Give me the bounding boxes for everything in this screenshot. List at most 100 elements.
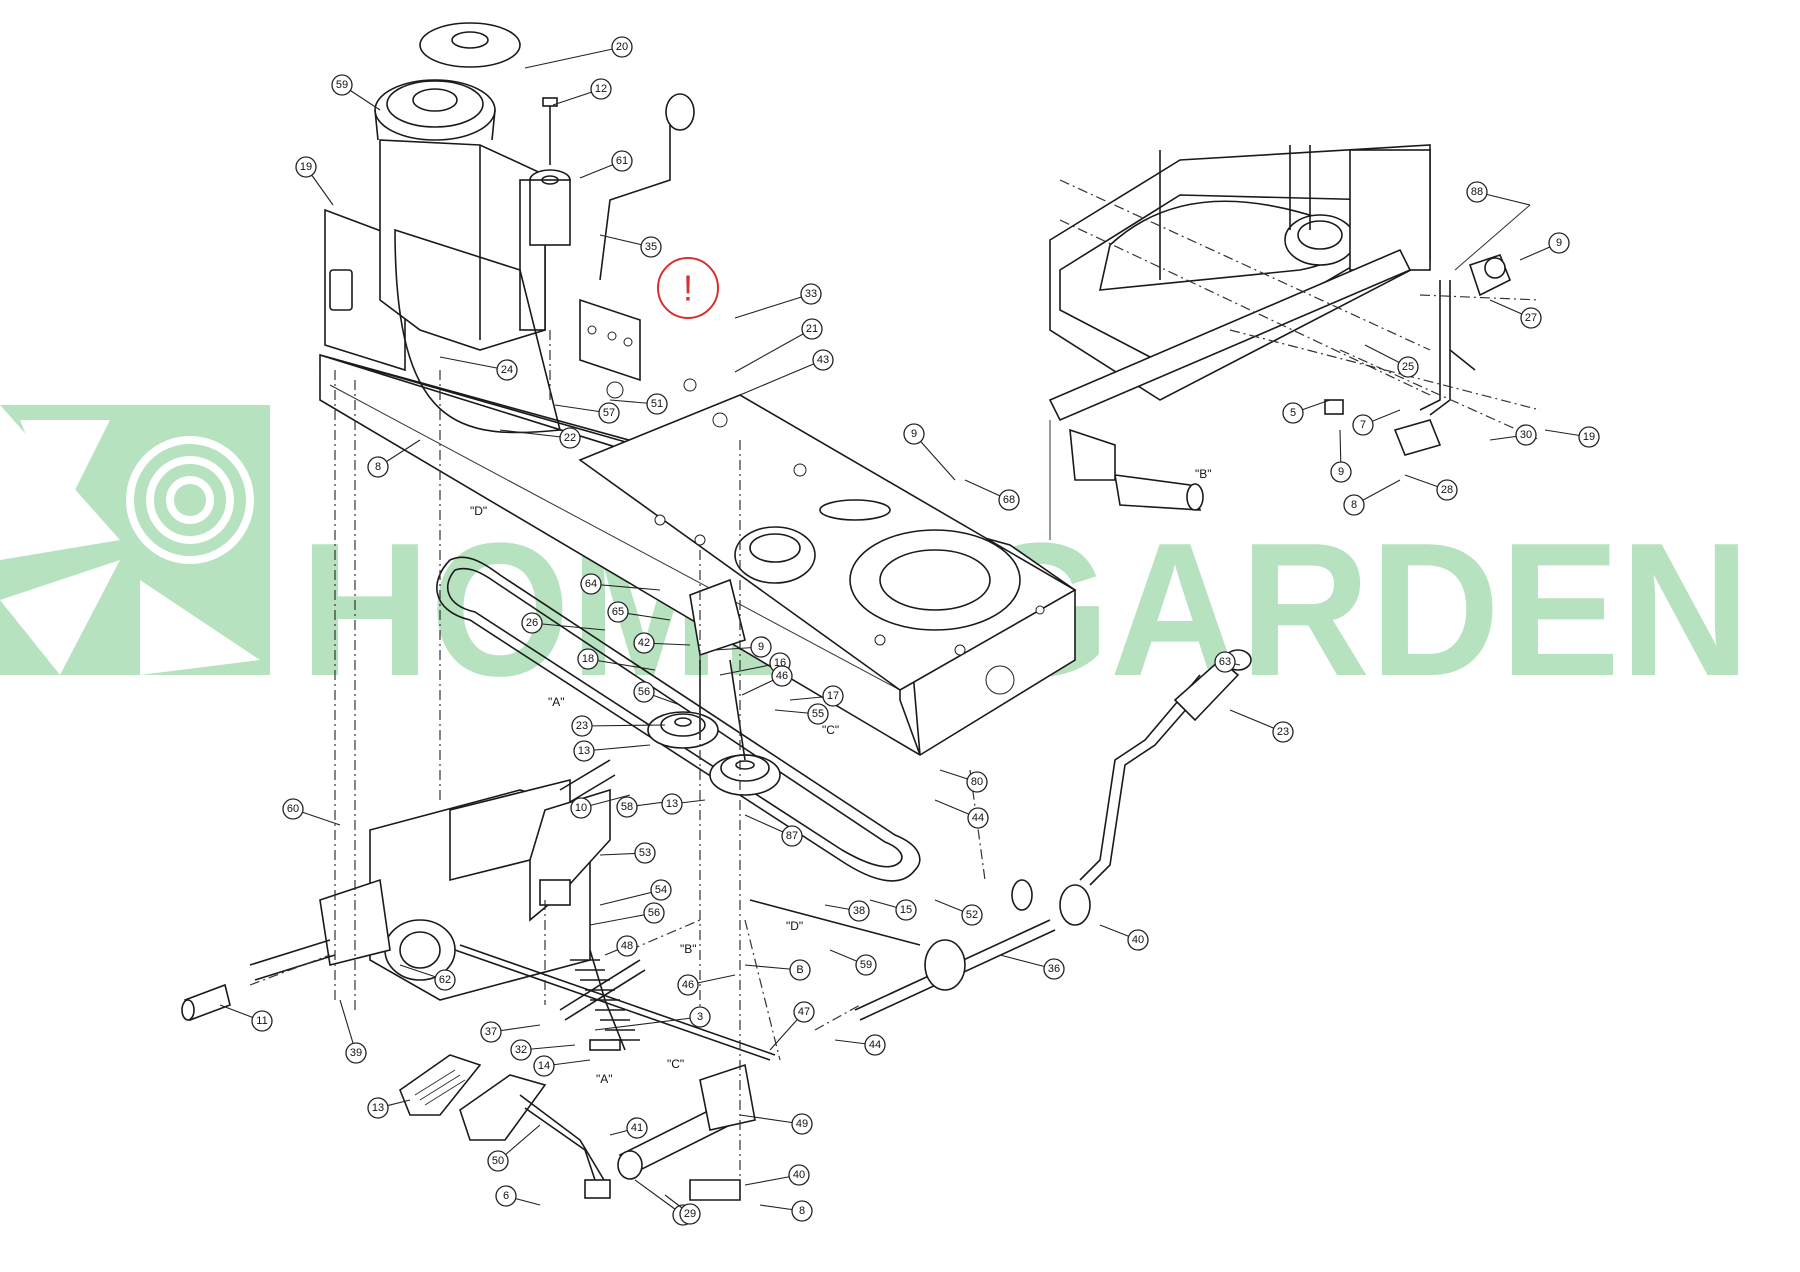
callout-part-number: 20 <box>524 36 633 69</box>
callout-circle <box>495 1185 517 1207</box>
callout-circle <box>791 1113 813 1135</box>
callout-number: 62 <box>439 974 451 986</box>
callout-number: 13 <box>666 798 678 810</box>
callout-circle <box>903 423 925 445</box>
callout-circle <box>961 904 983 926</box>
callout-number: 8 <box>375 461 381 473</box>
callout-part-number: 46 <box>741 665 793 696</box>
callout-circle <box>677 974 699 996</box>
callout-circle <box>781 825 803 847</box>
callout-circle <box>577 648 599 670</box>
callout-leader-line <box>587 658 656 671</box>
callout-circle <box>650 879 672 901</box>
callout-part-number: 60 <box>282 798 341 826</box>
axle-bushing <box>181 983 231 1022</box>
callout-circle <box>570 797 592 819</box>
callout-leader-line <box>439 356 508 371</box>
callout-part-number: 87 <box>744 814 803 847</box>
callout-part-number: 10 <box>570 794 631 819</box>
callout-circle <box>282 798 304 820</box>
callout-part-number: 43 <box>739 349 834 396</box>
callout-circle <box>1515 424 1537 446</box>
callout-circle <box>367 1097 389 1119</box>
callout-part-number: 12 <box>552 78 612 106</box>
callout-number: 25 <box>1402 361 1414 373</box>
callout-number: 22 <box>564 432 576 444</box>
callout-number: 47 <box>798 1006 810 1018</box>
callout-leader-line <box>531 622 606 631</box>
callout-number: 13 <box>372 1102 384 1114</box>
callout-circle <box>895 899 917 921</box>
callout-number: 57 <box>603 407 615 419</box>
ref-label: "D" <box>786 919 803 933</box>
callout-number: 10 <box>575 802 587 814</box>
callout-part-number: 52 <box>934 899 983 926</box>
callout-circle <box>345 1042 367 1064</box>
callout-part-number: 55 <box>774 703 829 725</box>
callout-part-number: 48 <box>604 935 638 957</box>
callout-part-number: 17 <box>789 685 844 707</box>
callout-circle <box>788 1164 810 1186</box>
callout-circle <box>434 969 456 991</box>
callout-part-number: 61 <box>579 150 633 179</box>
callout-part-number: 41 <box>609 1117 648 1139</box>
ref-label: "A" <box>596 1072 613 1086</box>
callout-number: 29 <box>684 1208 696 1220</box>
callout-part-number: 23 <box>571 715 666 737</box>
callout-part-number: 63 <box>1214 651 1241 673</box>
callout-number: 50 <box>492 1155 504 1167</box>
callout-circle <box>559 427 581 449</box>
ref-label: "D" <box>470 504 487 518</box>
callout-circle <box>807 703 829 725</box>
callout-number: 46 <box>682 979 694 991</box>
callout-leader-line <box>734 293 812 319</box>
callout-circle <box>1043 958 1065 980</box>
callout-number: 42 <box>638 637 650 649</box>
callout-number: 53 <box>639 847 651 859</box>
callout-circle <box>812 349 834 371</box>
callout-part-number: 44 <box>834 1034 886 1056</box>
callout-number: 52 <box>966 909 978 921</box>
callout-part-number: 54 <box>599 879 672 906</box>
callout-part-number: 13 <box>367 1097 411 1119</box>
callout-circle <box>1520 307 1542 329</box>
callout-number: 28 <box>1441 484 1453 496</box>
callout-number: 43 <box>817 354 829 366</box>
callout-part-number: 56 <box>589 902 665 926</box>
callout-part-number: 6 <box>495 1185 541 1207</box>
callout-circle <box>634 842 656 864</box>
callout-part-number: 14 <box>533 1055 591 1077</box>
callout-part-number: 80 <box>939 769 988 793</box>
foot-pedals <box>399 1054 756 1201</box>
callout-part-number: 11 <box>219 1004 273 1032</box>
callout-number: 59 <box>336 79 348 91</box>
callout-circle <box>331 74 353 96</box>
callout-part-number: 49 <box>739 1113 813 1135</box>
callout-number: 88 <box>1471 186 1483 198</box>
callout-part-number: 18 <box>577 648 656 671</box>
callout-part-number: 38 <box>824 900 870 922</box>
callout-part-number: 9 <box>1330 429 1352 483</box>
callout-circle <box>679 1203 701 1225</box>
callout-circle <box>1214 651 1236 673</box>
callout-circle <box>251 1010 273 1032</box>
callout-number: 33 <box>805 288 817 300</box>
callout-circle <box>1578 426 1600 448</box>
callout-circle <box>616 935 638 957</box>
callout-number: 27 <box>1525 312 1537 324</box>
callout-circle <box>771 665 793 687</box>
callout-part-number: 40 <box>1099 924 1149 951</box>
callout-circle <box>590 78 612 100</box>
callout-part-number: 7 <box>1352 409 1401 436</box>
callout-part-number: B <box>744 959 811 981</box>
callout-leader-line <box>581 724 666 727</box>
callout-part-number: 29 <box>664 1194 701 1225</box>
callout-part-number: 8 <box>367 439 421 478</box>
callout-circle <box>611 150 633 172</box>
callout-number: 37 <box>485 1026 497 1038</box>
callout-number: 48 <box>621 940 633 952</box>
callout-part-number: 37 <box>480 1021 541 1043</box>
callout-number: 60 <box>287 803 299 815</box>
